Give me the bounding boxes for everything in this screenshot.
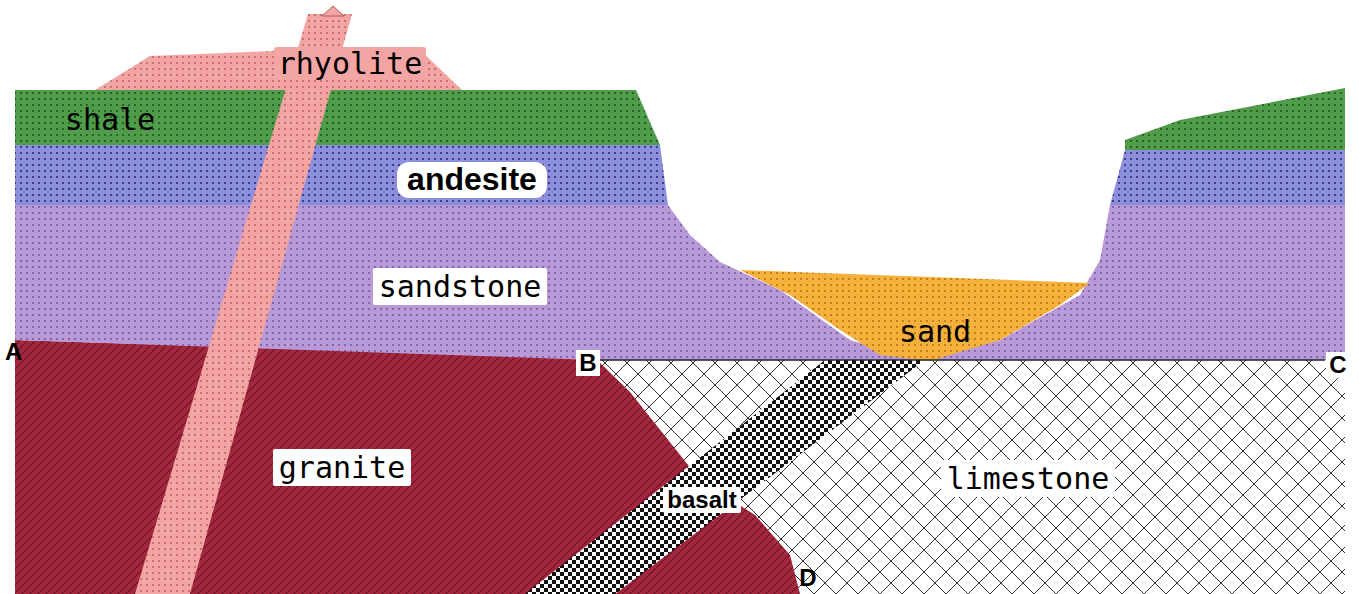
section-point: D <box>796 565 819 591</box>
section-point: B <box>576 350 599 376</box>
rock-name: andesite <box>407 162 537 197</box>
rock-name: limestone <box>947 462 1110 495</box>
point-letter: C <box>1329 352 1346 378</box>
rock-name: basalt <box>667 487 736 513</box>
shale-layer <box>1125 88 1345 150</box>
rhyolite-dike <box>135 14 352 594</box>
andesite-layer <box>15 145 668 205</box>
rock-name: shale <box>65 103 155 136</box>
rock-unit-label: basalt <box>663 487 740 513</box>
point-letter: B <box>579 350 596 376</box>
rock-unit-label: rhyolite <box>274 47 427 80</box>
section-line <box>595 359 1325 361</box>
rock-name: sand <box>899 315 971 348</box>
rock-name: rhyolite <box>278 47 423 80</box>
granite-body <box>15 340 800 594</box>
vent-peak <box>322 6 344 16</box>
rock-unit-label: sandstone <box>373 268 548 305</box>
sand-deposit <box>740 270 1090 361</box>
rock-unit-label: granite <box>273 449 411 486</box>
rock-unit-label: limestone <box>941 460 1116 497</box>
rock-name: granite <box>279 451 405 484</box>
basalt-dike <box>525 360 925 594</box>
point-letter: D <box>799 565 816 591</box>
andesite-layer <box>1110 150 1345 205</box>
rock-unit-label: andesite <box>397 162 547 197</box>
shale-layer <box>15 90 660 145</box>
rock-name: sandstone <box>379 270 542 303</box>
rock-unit-label: shale <box>63 103 157 136</box>
section-point: A <box>2 339 25 365</box>
point-letter: A <box>5 339 22 365</box>
section-point: C <box>1326 352 1349 378</box>
rock-unit-label: sand <box>897 315 973 348</box>
